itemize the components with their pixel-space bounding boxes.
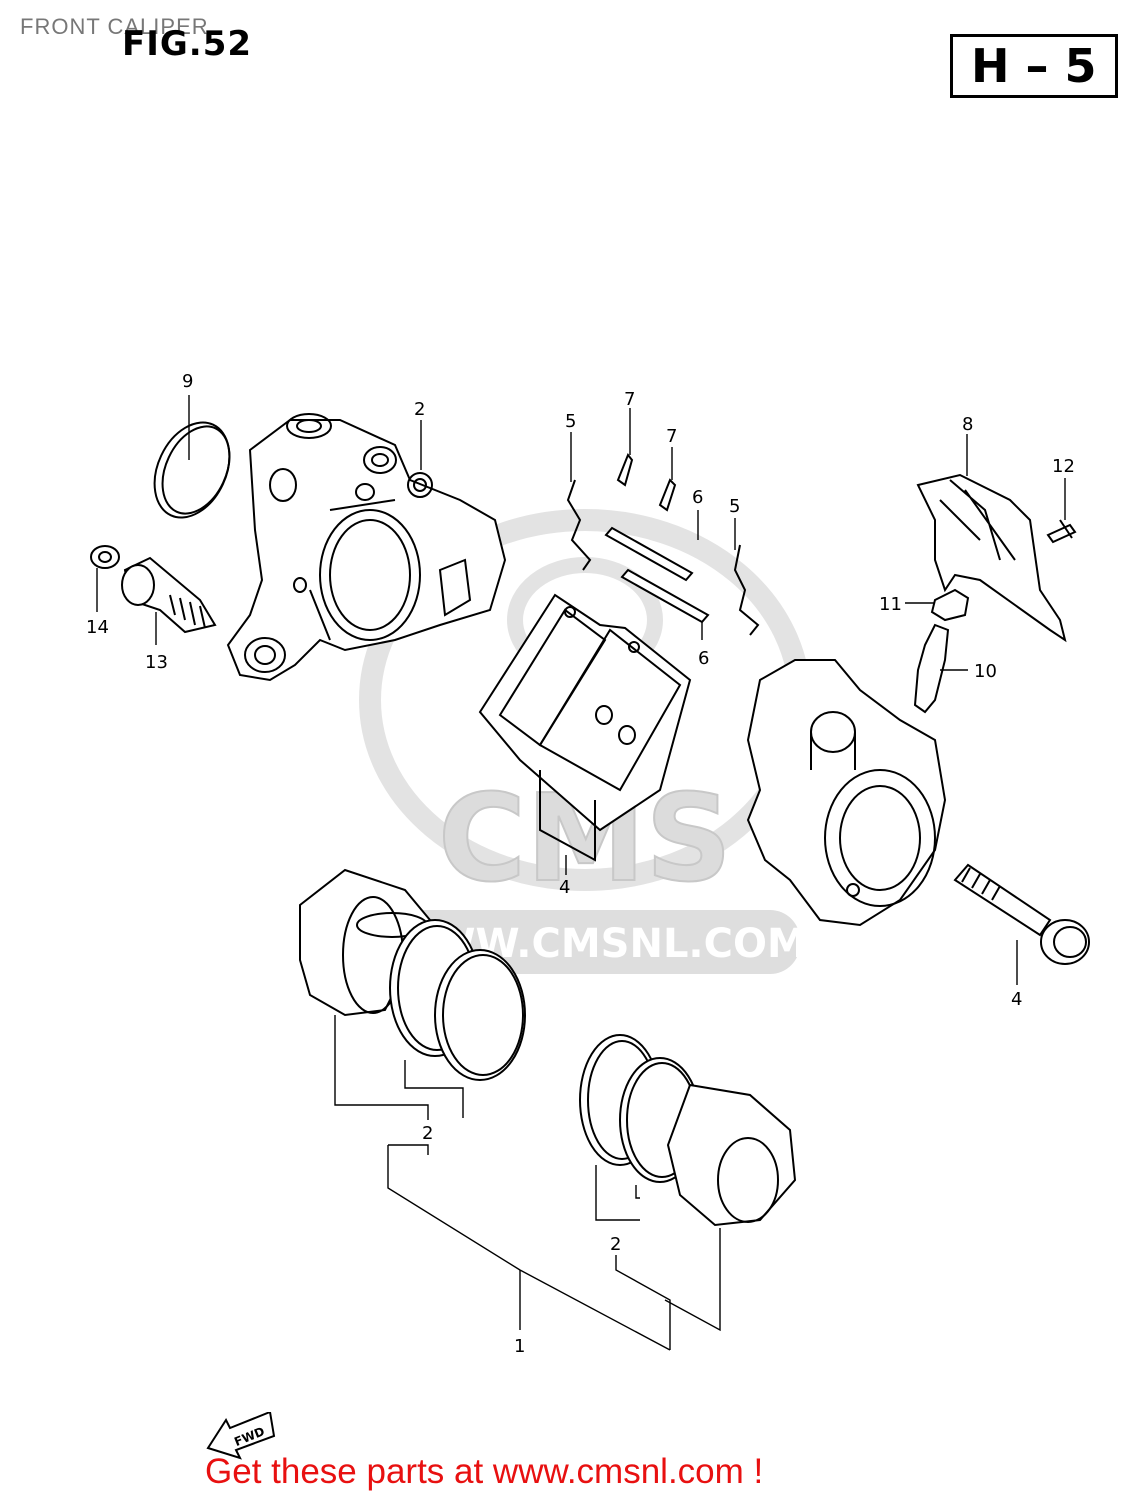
part-10-bleeder-valve bbox=[913, 623, 950, 714]
watermark-logo: CMS bbox=[438, 770, 732, 909]
watermark: CMS WWW.CMSNL.COM bbox=[359, 509, 811, 974]
callout-leaders bbox=[96, 395, 1066, 1351]
callout-8: 8 bbox=[962, 414, 973, 435]
callout-6-b: 6 bbox=[698, 648, 709, 669]
callout-1: 1 bbox=[514, 1336, 525, 1357]
part-13-pin-bolt bbox=[121, 556, 217, 634]
callout-14: 14 bbox=[86, 617, 109, 638]
section-box: H – 5 bbox=[950, 34, 1118, 98]
callout-7-b: 7 bbox=[666, 426, 677, 447]
part-7-clip-a bbox=[616, 453, 634, 487]
part-7-clip-b bbox=[658, 478, 677, 512]
page-caption: FRONT CALIPER bbox=[20, 14, 209, 39]
callout-13: 13 bbox=[145, 652, 168, 673]
callout-11: 11 bbox=[879, 594, 902, 615]
section-code: H – 5 bbox=[971, 39, 1097, 93]
part-caliper-outer-half bbox=[746, 659, 947, 927]
part-5-clip-right bbox=[733, 544, 760, 636]
part-caliper-inner-half bbox=[226, 413, 507, 682]
callout-7-a: 7 bbox=[624, 389, 635, 410]
callout-2-top: 2 bbox=[414, 399, 425, 420]
part-11-bleeder-cap bbox=[930, 588, 970, 622]
part-9-plug bbox=[153, 421, 231, 519]
part-6-pad-pin-a bbox=[604, 526, 694, 582]
footer-parts-link[interactable]: Get these parts at www.cmsnl.com ! bbox=[205, 1452, 764, 1491]
callout-5-right: 5 bbox=[729, 496, 740, 517]
callout-12: 12 bbox=[1052, 456, 1075, 477]
callout-2-left: 2 bbox=[422, 1123, 433, 1144]
part-5-clip-left bbox=[566, 479, 592, 571]
part-14-washer bbox=[90, 545, 120, 569]
part-1-piston-left bbox=[299, 868, 526, 1081]
fwd-arrow-icon: FWD bbox=[206, 1412, 276, 1460]
part-12-screw bbox=[1046, 519, 1077, 544]
part-3-brake-pads bbox=[478, 593, 692, 862]
figure-number: FIG.52 bbox=[122, 24, 253, 64]
callout-2-right: 2 bbox=[610, 1234, 621, 1255]
callout-10: 10 bbox=[974, 661, 997, 682]
callout-3: 4 bbox=[559, 877, 570, 898]
callout-5-left: 5 bbox=[565, 411, 576, 432]
part-6-pad-pin-b bbox=[620, 568, 710, 624]
part-1-piston-right bbox=[579, 1034, 797, 1227]
part-4-mount-bolt bbox=[953, 863, 1090, 965]
callout-9: 9 bbox=[182, 371, 193, 392]
callout-4: 4 bbox=[1011, 989, 1022, 1010]
callout-6-a: 6 bbox=[692, 487, 703, 508]
part-8-caliper-cover bbox=[916, 473, 1067, 643]
